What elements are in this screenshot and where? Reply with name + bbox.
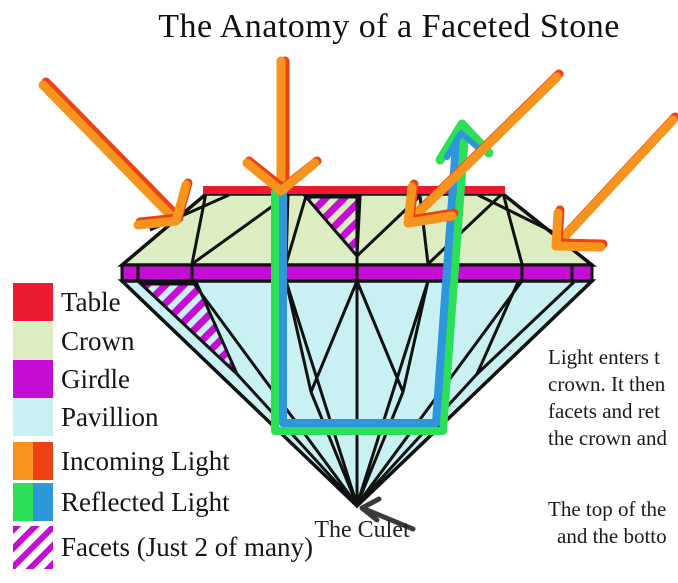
legend-label: Incoming Light	[61, 445, 230, 476]
incoming-arrow-vertical	[242, 56, 322, 196]
pavilion-hatched-facet	[137, 282, 239, 376]
side-description: Light enters t crown. It then facets and…	[548, 344, 678, 550]
legend-item-incoming-light: Incoming Light	[13, 442, 230, 480]
incoming-light-color-swatch	[13, 442, 53, 480]
legend-item-facets: Facets (Just 2 of many)	[13, 526, 313, 569]
page-title: The Anatomy of a Faceted Stone	[158, 8, 620, 45]
crown-color-swatch	[13, 322, 53, 360]
legend-item-reflected-light: Reflected Light	[13, 483, 230, 521]
reflected-light-color-swatch	[13, 483, 53, 521]
legend-item-girdle: Girdle	[13, 360, 130, 398]
side-text-line: the crown and	[548, 426, 667, 450]
legend-label: Facets (Just 2 of many)	[61, 532, 313, 562]
reflected-light-path	[271, 129, 469, 435]
facets-hatch-swatch	[13, 526, 53, 569]
culet-label: The Culet	[314, 517, 410, 543]
table-color-swatch	[13, 283, 53, 321]
incoming-arrow-upper-left	[38, 77, 193, 230]
girdle-dividers	[136, 265, 574, 281]
incoming-arrow-far-right	[551, 112, 678, 252]
legend-label: Crown	[61, 325, 135, 356]
side-text-line: Light enters t	[548, 345, 660, 369]
legend-label: Table	[61, 286, 121, 317]
legend-label: Pavillion	[61, 401, 159, 432]
side-text-line: and the botto	[557, 524, 667, 548]
reflected-light-arrowhead	[435, 119, 494, 165]
culet-pointer-arrow	[359, 496, 416, 532]
girdle-color-swatch	[13, 360, 53, 398]
legend-item-table: Table	[13, 283, 121, 321]
side-text-line: crown. It then	[548, 372, 666, 396]
legend-item-crown: Crown	[13, 322, 135, 360]
incoming-arrow-upper-right	[403, 69, 564, 228]
side-text-line: facets and ret	[548, 399, 660, 423]
legend-item-pavillion: Pavillion	[13, 398, 159, 436]
side-text-line: The top of the	[548, 497, 667, 521]
pavilion-color-swatch	[13, 398, 53, 436]
legend-label: Girdle	[61, 363, 130, 394]
legend-label: Reflected Light	[61, 486, 230, 517]
